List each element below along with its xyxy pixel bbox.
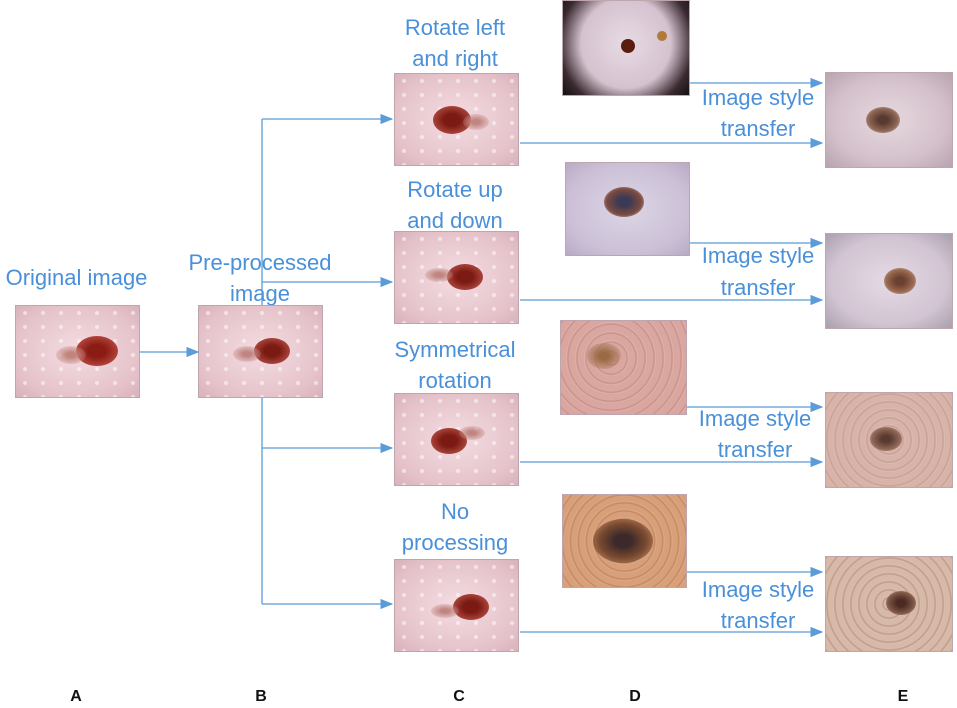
rotate-ud-label-line1: Rotate up xyxy=(407,177,503,202)
no-processing-label-line1: No xyxy=(440,499,470,524)
lesion-spot xyxy=(447,264,483,290)
no-processing-image xyxy=(394,559,519,652)
preprocessed-lesion-image xyxy=(198,305,323,398)
style-transfer-label-4-line2: transfer xyxy=(720,608,796,633)
style-reference-image-2 xyxy=(565,162,690,256)
style-transfer-label-1-line1: Image style xyxy=(701,85,815,110)
style-reference-image-4 xyxy=(562,494,687,588)
lesion-spot xyxy=(425,268,453,282)
lesion-spot xyxy=(884,268,916,294)
rotate-ud-image xyxy=(394,231,519,324)
style-transfer-label-2-line2: transfer xyxy=(720,275,796,300)
column-label-a: A xyxy=(70,688,82,705)
rotate-lr-label-line1: Rotate left xyxy=(404,15,506,40)
lesion-spot xyxy=(866,107,900,133)
lesion-spot xyxy=(604,187,644,217)
preprocessed-label-line2: image xyxy=(230,281,290,306)
lesion-spot xyxy=(587,343,621,369)
style-reference-image-3 xyxy=(560,320,687,415)
style-transfer-label-2-line1: Image style xyxy=(701,243,815,268)
style-transfer-label-4-line1: Image style xyxy=(701,577,815,602)
lesion-spot xyxy=(56,346,86,364)
lesion-spot xyxy=(870,427,902,451)
lesion-spot xyxy=(657,31,667,41)
lesion-spot xyxy=(453,594,489,620)
symmetrical-label-line1: Symmetrical xyxy=(394,337,516,362)
lesion-spot xyxy=(233,346,261,362)
symmetrical-label-line2: rotation xyxy=(418,368,492,393)
transferred-image-2 xyxy=(825,233,953,329)
style-transfer-label-1-line2: transfer xyxy=(720,116,796,141)
column-label-c: C xyxy=(453,688,465,705)
original-lesion-image xyxy=(15,305,140,398)
lesion-spot xyxy=(621,39,635,53)
rotate-ud-label-line2: and down xyxy=(407,208,503,233)
transferred-image-1 xyxy=(825,72,953,168)
style-reference-image-1 xyxy=(562,0,690,96)
transferred-image-4 xyxy=(825,556,953,652)
original-image-label: Original image xyxy=(5,265,148,290)
column-label-b: B xyxy=(255,688,267,705)
rotate-lr-image xyxy=(394,73,519,166)
column-label-d: D xyxy=(629,688,641,705)
lesion-spot xyxy=(886,591,916,615)
style-transfer-label-3-line2: transfer xyxy=(717,437,793,462)
lesion-spot xyxy=(431,604,459,618)
style-transfer-label-3-line1: Image style xyxy=(698,406,812,431)
preprocessed-label-line1: Pre-processed xyxy=(188,250,332,275)
lesion-spot xyxy=(459,426,485,440)
lesion-spot xyxy=(463,114,489,130)
lesion-spot xyxy=(593,519,653,563)
no-processing-label-line2: processing xyxy=(401,530,509,555)
transferred-image-3 xyxy=(825,392,953,488)
symmetrical-image xyxy=(394,393,519,486)
rotate-lr-label-line2: and right xyxy=(412,46,498,71)
column-label-e: E xyxy=(897,688,909,705)
